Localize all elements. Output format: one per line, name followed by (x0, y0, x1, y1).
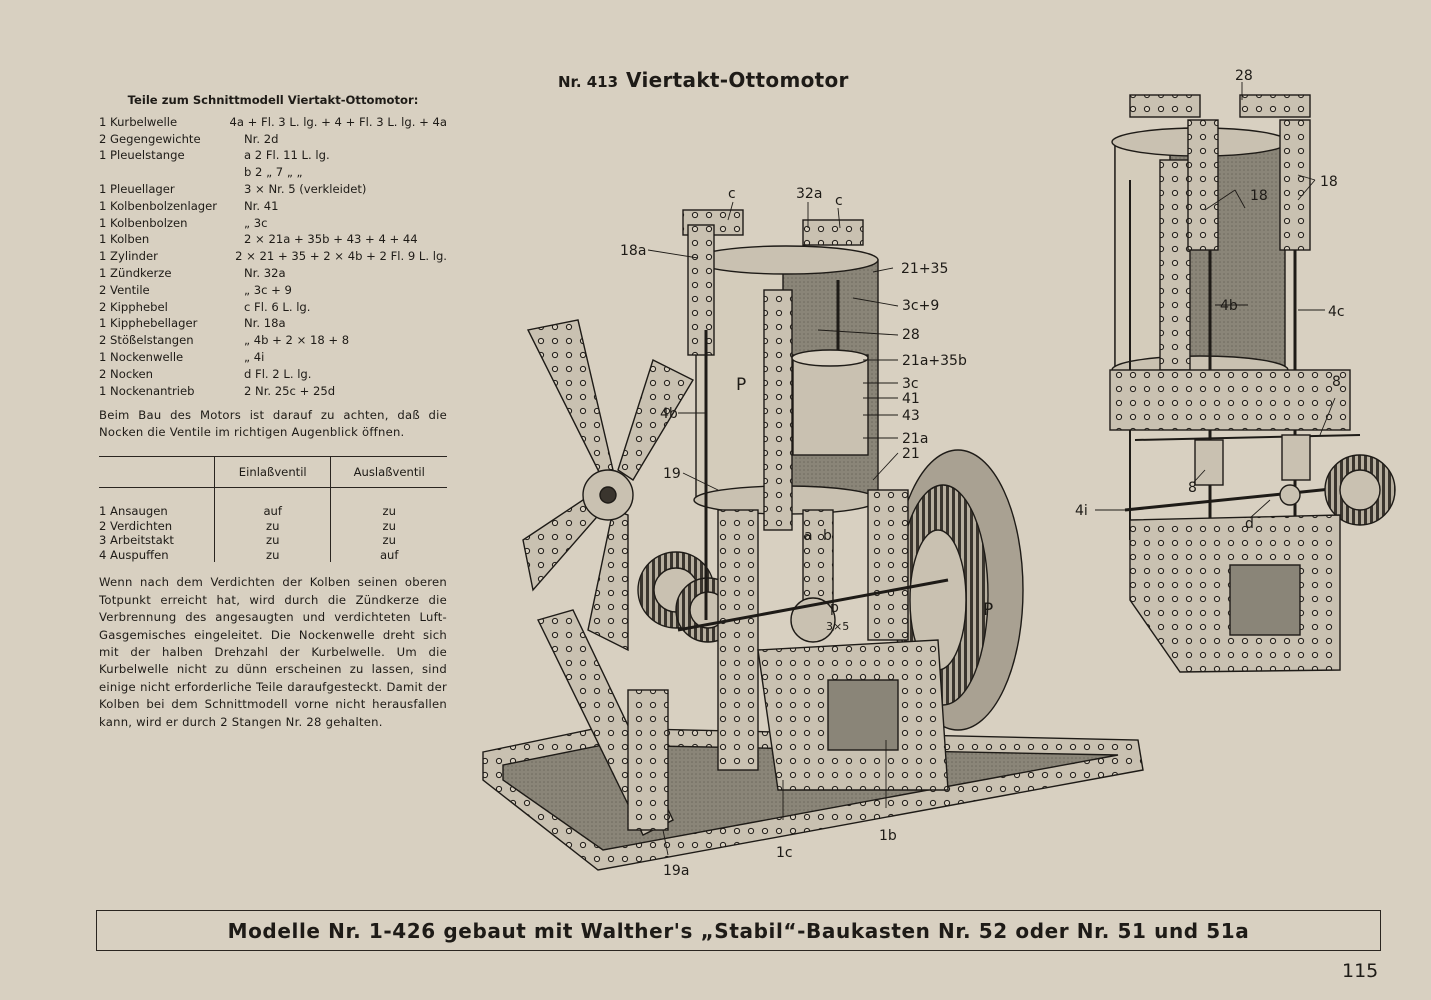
table-row: 3 Arbeitstakt zu zu (99, 533, 447, 548)
label-3x5: 3×5 (826, 620, 849, 633)
label-3c: 3c (902, 376, 919, 392)
label-28: 28 (1235, 68, 1253, 84)
label-p-small: p (830, 600, 839, 616)
label-43: 43 (902, 408, 920, 424)
page-title: Nr. 413 Viertakt-Ottomotor (558, 68, 849, 92)
label-4b: 4b (1220, 298, 1238, 314)
list-item: b 2 „ 7 „ „ (244, 165, 303, 180)
label-1b: 1b (879, 828, 897, 844)
assembly-note: Beim Bau des Motors ist darauf zu achten… (99, 408, 447, 440)
page-number: 115 (1342, 960, 1379, 982)
label-19: 19 (663, 466, 681, 482)
table-row: 2 Verdichten zu zu (99, 518, 447, 534)
label-8: 8 (1188, 480, 1197, 496)
footer-banner: Modelle Nr. 1-426 gebaut mit Walther's „… (96, 910, 1381, 951)
label-21: 21 (902, 446, 920, 462)
list-item: 1 Kolbenbolzen „ 3c (99, 215, 268, 230)
table-row: 4 Auspuffen zu auf (99, 547, 447, 563)
label-41: 41 (902, 391, 920, 407)
label-1c: 1c (776, 845, 793, 861)
label-b: b (823, 528, 832, 544)
label-4c: 4c (1328, 304, 1345, 320)
footer-text: Modelle Nr. 1-426 gebaut mit Walther's „… (227, 918, 1250, 943)
label-8: 8 (1332, 374, 1341, 390)
list-item: 1 Nockenwelle „ 4i (99, 349, 265, 364)
label-21a: 21a (902, 431, 928, 447)
list-item: 2 Stößelstangen „ 4b + 2 × 18 + 8 (99, 333, 350, 348)
text-column: Teile zum Schnittmodell Viertakt-Ottomot… (99, 92, 447, 731)
label-18: 18 (1250, 188, 1268, 204)
engine-illustration: c 32a c 18a 21+35 3c+9 28 21a+35b 3c 41 … (482, 186, 1144, 879)
column-header: Auslaßventil (330, 456, 447, 488)
list-item: 2 Ventile „ 3c + 9 (99, 282, 292, 297)
label-c: c (728, 186, 736, 202)
fan (522, 319, 694, 652)
valve-train-illustration: 28 18 18 4b 4c 8 8 4i d (1075, 68, 1396, 673)
label-18: 18 (1320, 174, 1338, 190)
model-number: Nr. 413 (558, 73, 619, 91)
label-p: P (983, 600, 993, 620)
label-21a-35b: 21a+35b (902, 353, 967, 369)
model-title: Viertakt-Ottomotor (626, 68, 849, 92)
label-32a: 32a (796, 186, 822, 202)
column-header: Einlaßventil (214, 456, 331, 488)
label-c: c (835, 193, 843, 209)
column-header (99, 456, 215, 488)
label-p: P (736, 375, 746, 395)
label-3c-9: 3c+9 (902, 298, 939, 314)
label-21-35: 21+35 (901, 261, 948, 277)
piston (792, 354, 869, 456)
label-19a: 19a (663, 863, 689, 879)
label-18a: 18a (620, 243, 646, 259)
parts-heading: Teile zum Schnittmodell Viertakt-Ottomot… (127, 93, 419, 107)
label-4i: 4i (1075, 503, 1088, 519)
label-28: 28 (902, 327, 920, 343)
valve-table: Einlaßventil Auslaßventil 1 Ansaugen auf… (99, 456, 447, 563)
label-d: d (1245, 516, 1254, 532)
table-header-row: Einlaßventil Auslaßventil (99, 456, 447, 488)
table-row: 1 Ansaugen auf zu (99, 503, 447, 519)
label-4b: 4b (660, 406, 678, 422)
description-paragraph: Wenn nach dem Verdichten der Kolben sein… (99, 575, 447, 729)
label-a: a (804, 528, 813, 544)
